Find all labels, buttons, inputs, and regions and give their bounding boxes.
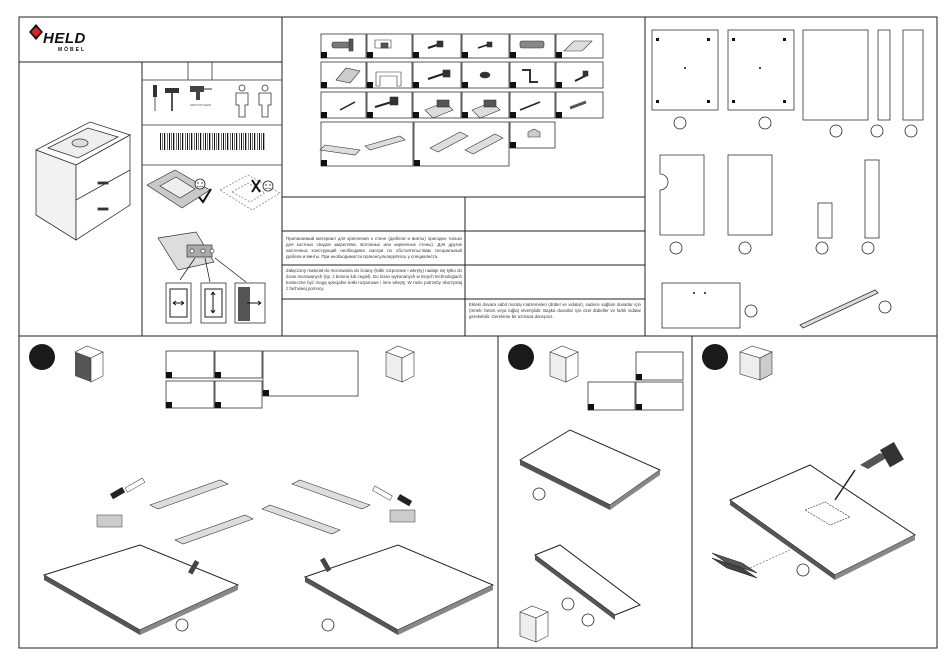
russian-wall-mount-note: Прилагаемый материал для крепления к сте…: [286, 236, 462, 259]
part-number-circles: [669, 116, 918, 318]
hardware-corner-markers: [321, 52, 562, 166]
screwdriver-icon: [153, 85, 157, 111]
smile-icon: [194, 178, 206, 190]
polish-wall-mount-note: Załączony materiał do mocowania do ścian…: [286, 268, 462, 291]
hammer-icon: [165, 88, 179, 111]
check-icon: [198, 188, 212, 204]
hinge-adjust-depth: [234, 282, 266, 324]
turkish-wall-mount-note: Ekteki duvara sabit montaj malzemeleri (…: [469, 302, 641, 319]
held-logo: [29, 24, 43, 40]
frown-icon: [262, 180, 274, 192]
wrong-surface-illustration: [219, 174, 281, 211]
panel-detail-marks: [656, 38, 786, 294]
tools-section: [142, 62, 282, 166]
hardware-part-shapes: [319, 38, 593, 156]
frame: [18, 16, 938, 649]
hinge-adjust-horizontal: [165, 282, 192, 324]
barcode-strip: [160, 133, 265, 150]
step-1: [29, 344, 495, 635]
hinge-detail-illustration: [157, 231, 247, 283]
brand-name: HELD: [43, 30, 86, 47]
tools-warning-label: НЕПОЛУЧАЕМ: [190, 103, 211, 107]
step-2: [508, 344, 684, 643]
hinge-adjust-vertical: [200, 282, 227, 324]
hardware-parts-grid: [320, 33, 604, 167]
drill-icon: [190, 86, 212, 100]
two-persons-icon: [235, 84, 272, 118]
panel-list: [651, 29, 924, 329]
step-3: [702, 344, 916, 580]
vanity-cabinet-illustration: [35, 121, 131, 241]
cross-icon: [251, 179, 261, 193]
brand-subtitle: MÖBEL: [58, 47, 87, 53]
